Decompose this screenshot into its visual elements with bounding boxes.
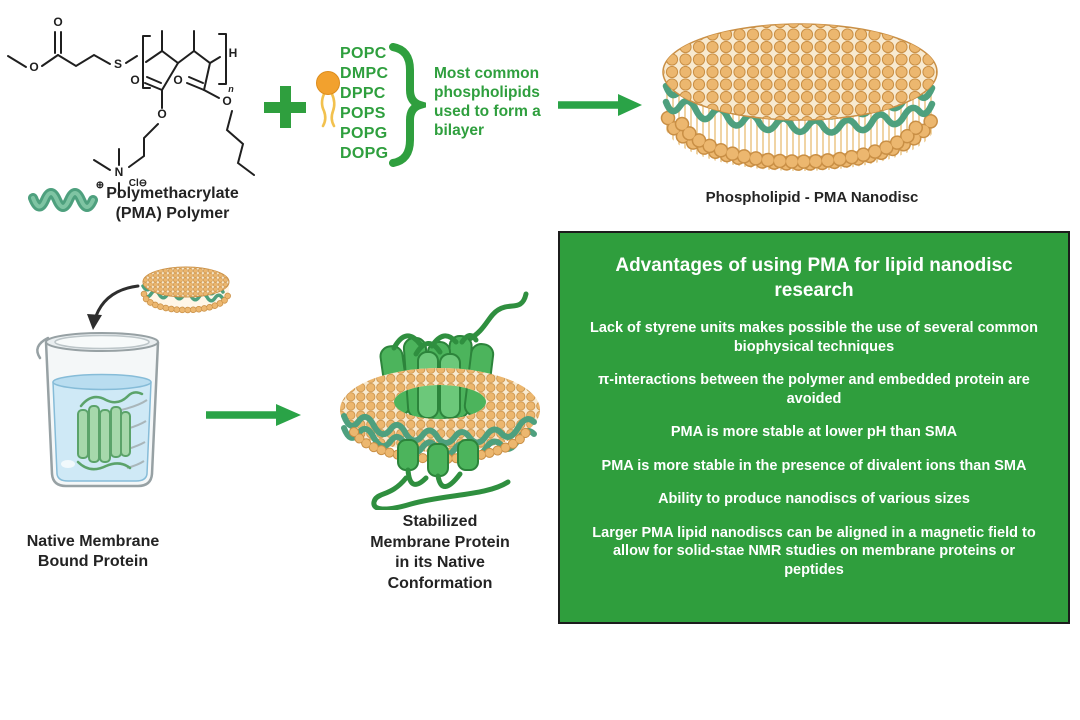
mini-nanodisc-illustration (138, 264, 234, 320)
advantage-item: Ability to produce nanodiscs of various … (658, 491, 970, 507)
curved-arrow-icon (84, 280, 142, 334)
arrow-right-icon (204, 402, 304, 428)
plus-icon (261, 83, 309, 131)
stabilized-nanodisc-illustration (336, 282, 548, 510)
advantage-item: π-interactions between the polymer and e… (598, 372, 1030, 407)
phospholipid-name: DMPC (340, 65, 389, 82)
beaker-illustration (26, 326, 176, 498)
nanodisc-label: Phospholipid - PMA Nanodisc (705, 189, 919, 206)
svg-text:Cl⊖: Cl⊖ (129, 178, 147, 189)
pma-helix-icon (28, 186, 102, 216)
svg-text:S: S (114, 57, 122, 71)
nanodisc-illustration (652, 16, 947, 191)
svg-text:⊕: ⊕ (96, 180, 104, 191)
phospholipid-name: DOPG (340, 145, 389, 162)
svg-text:N: N (115, 165, 124, 179)
pma-chemical-structure: O O S H O O N O O n ⊕ Cl⊖ (0, 4, 272, 202)
advantages-title: Advantages of using PMA for lipid nanodi… (615, 255, 1013, 301)
svg-text:H: H (229, 46, 238, 60)
pma-polymer-label: Polymethacrylate (PMA) Polymer (106, 185, 239, 222)
advantage-item: Lack of styrene units makes possible the… (589, 320, 1039, 355)
advantage-item: PMA is more stable at lower pH than SMA (670, 424, 958, 440)
svg-text:O: O (29, 60, 38, 74)
phospholipid-name: POPC (340, 45, 387, 62)
svg-text:O: O (157, 107, 166, 121)
advantages-panel: Advantages of using PMA for lipid nanodi… (558, 231, 1070, 624)
svg-text:O: O (173, 73, 182, 87)
svg-text:O: O (130, 73, 139, 87)
svg-text:O: O (53, 15, 62, 29)
phospholipid-name: DPPC (340, 85, 386, 102)
svg-text:O: O (222, 94, 231, 108)
brace-note: Most common phospholipids used to form a… (434, 65, 541, 139)
stabilized-label: Stabilized Membrane Protein in its Nativ… (370, 513, 510, 592)
curly-brace-icon (386, 40, 426, 172)
lipid-icon (310, 70, 346, 130)
advantage-item: Larger PMA lipid nanodiscs can be aligne… (592, 524, 1036, 578)
beaker-label: Native Membrane Bound Protein (26, 533, 160, 570)
phospholipid-name: POPS (340, 105, 386, 122)
arrow-right-icon (556, 92, 644, 118)
phospholipid-name: POPG (340, 125, 388, 142)
advantage-item: PMA is more stable in the presence of di… (601, 457, 1027, 474)
phospholipid-list: POPC DMPC DPPC POPS POPG DOPG (340, 44, 388, 164)
svg-text:n: n (228, 84, 234, 94)
